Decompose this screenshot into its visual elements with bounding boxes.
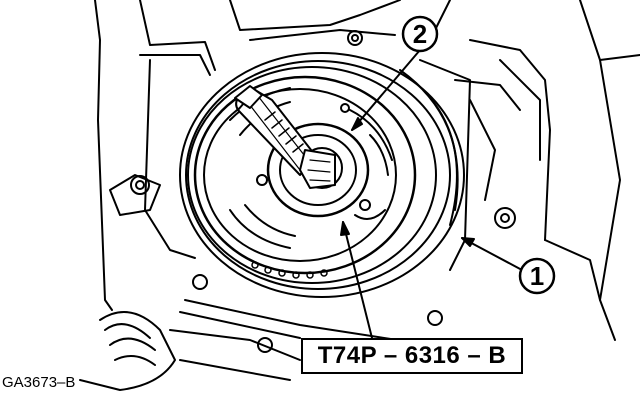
leader-line-2 [351,49,421,131]
leader-line-tool [340,221,373,339]
timing-holes [251,261,328,279]
mount-bolt-right [494,207,516,229]
callout-2: 2 [401,15,439,53]
svg-text:2: 2 [413,19,427,49]
svg-text:1: 1 [530,261,544,291]
crankshaft-damper [179,52,465,298]
drive-belt [179,59,471,346]
mount-bolt-left [130,175,150,195]
engine-housing [94,0,640,341]
mount-bolt-top [347,30,363,46]
leader-line-1 [461,237,523,271]
callout-1: 1 [518,257,556,295]
hose-lower-left [79,311,301,391]
figure-id: GA3673–B [2,374,76,391]
tool-number-label: T74P – 6316 – B [301,338,523,374]
damper-bolt [234,85,336,189]
mount-bolt-lower [192,274,443,353]
